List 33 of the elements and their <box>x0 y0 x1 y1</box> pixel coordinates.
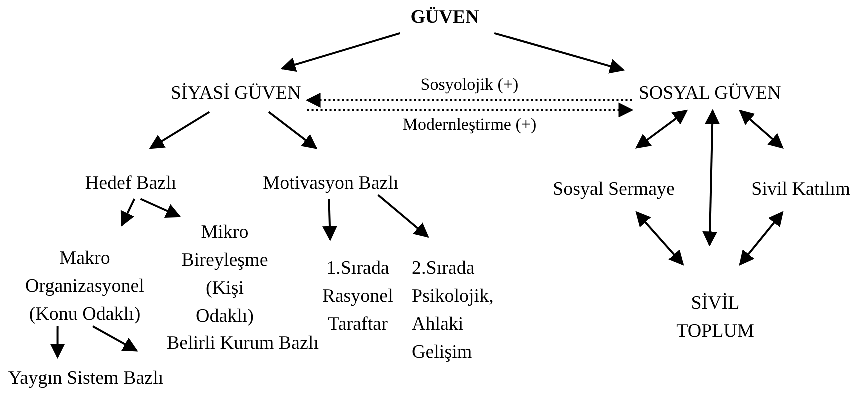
arrow <box>50 326 66 359</box>
node-text: SİYASİ GÜVEN <box>170 82 302 106</box>
node-text: Belirli Kurum Bazlı <box>166 332 320 356</box>
node-text: 1.Sırada Rasyonel Taraftar <box>322 257 394 337</box>
node-text: SOSYAL GÜVEN <box>638 82 782 106</box>
node-text: Yaygın Sistem Bazlı <box>7 367 165 391</box>
dotted-arrow <box>307 102 634 118</box>
node-text: 2.Sırada Psikolojik, Ahlaki Gelişim <box>412 257 495 365</box>
arrow <box>268 111 318 150</box>
arrow <box>120 198 136 228</box>
double-arrow <box>635 110 688 149</box>
dotted-arrow <box>306 92 632 108</box>
arrow <box>322 199 338 242</box>
node-text: GÜVEN <box>410 6 480 30</box>
arrow <box>280 32 400 72</box>
node-text: Makro Organizasyonel (Konu Odaklı) <box>24 247 146 327</box>
node-text: SİVİL TOPLUM <box>676 292 756 344</box>
node-text: Motivasyon Bazlı <box>262 172 400 196</box>
node-text: Mikro Bireyleşme (Kişi Odaklı) <box>180 221 270 329</box>
double-arrow <box>636 211 684 266</box>
edge-label: Modernleştirme (+) <box>400 115 539 136</box>
double-arrow <box>739 110 784 149</box>
double-arrow <box>739 211 784 266</box>
node-text: Sivil Katılım <box>750 178 852 202</box>
arrow <box>494 32 626 74</box>
node-text: Sosyal Sermaye <box>552 178 676 202</box>
edge-label: Sosyolojik (+) <box>418 75 521 96</box>
double-arrow <box>702 109 720 247</box>
arrow <box>149 111 210 150</box>
arrow <box>378 194 430 238</box>
arrow <box>140 198 182 218</box>
arrow <box>92 326 138 352</box>
node-text: Hedef Bazlı <box>84 172 178 196</box>
